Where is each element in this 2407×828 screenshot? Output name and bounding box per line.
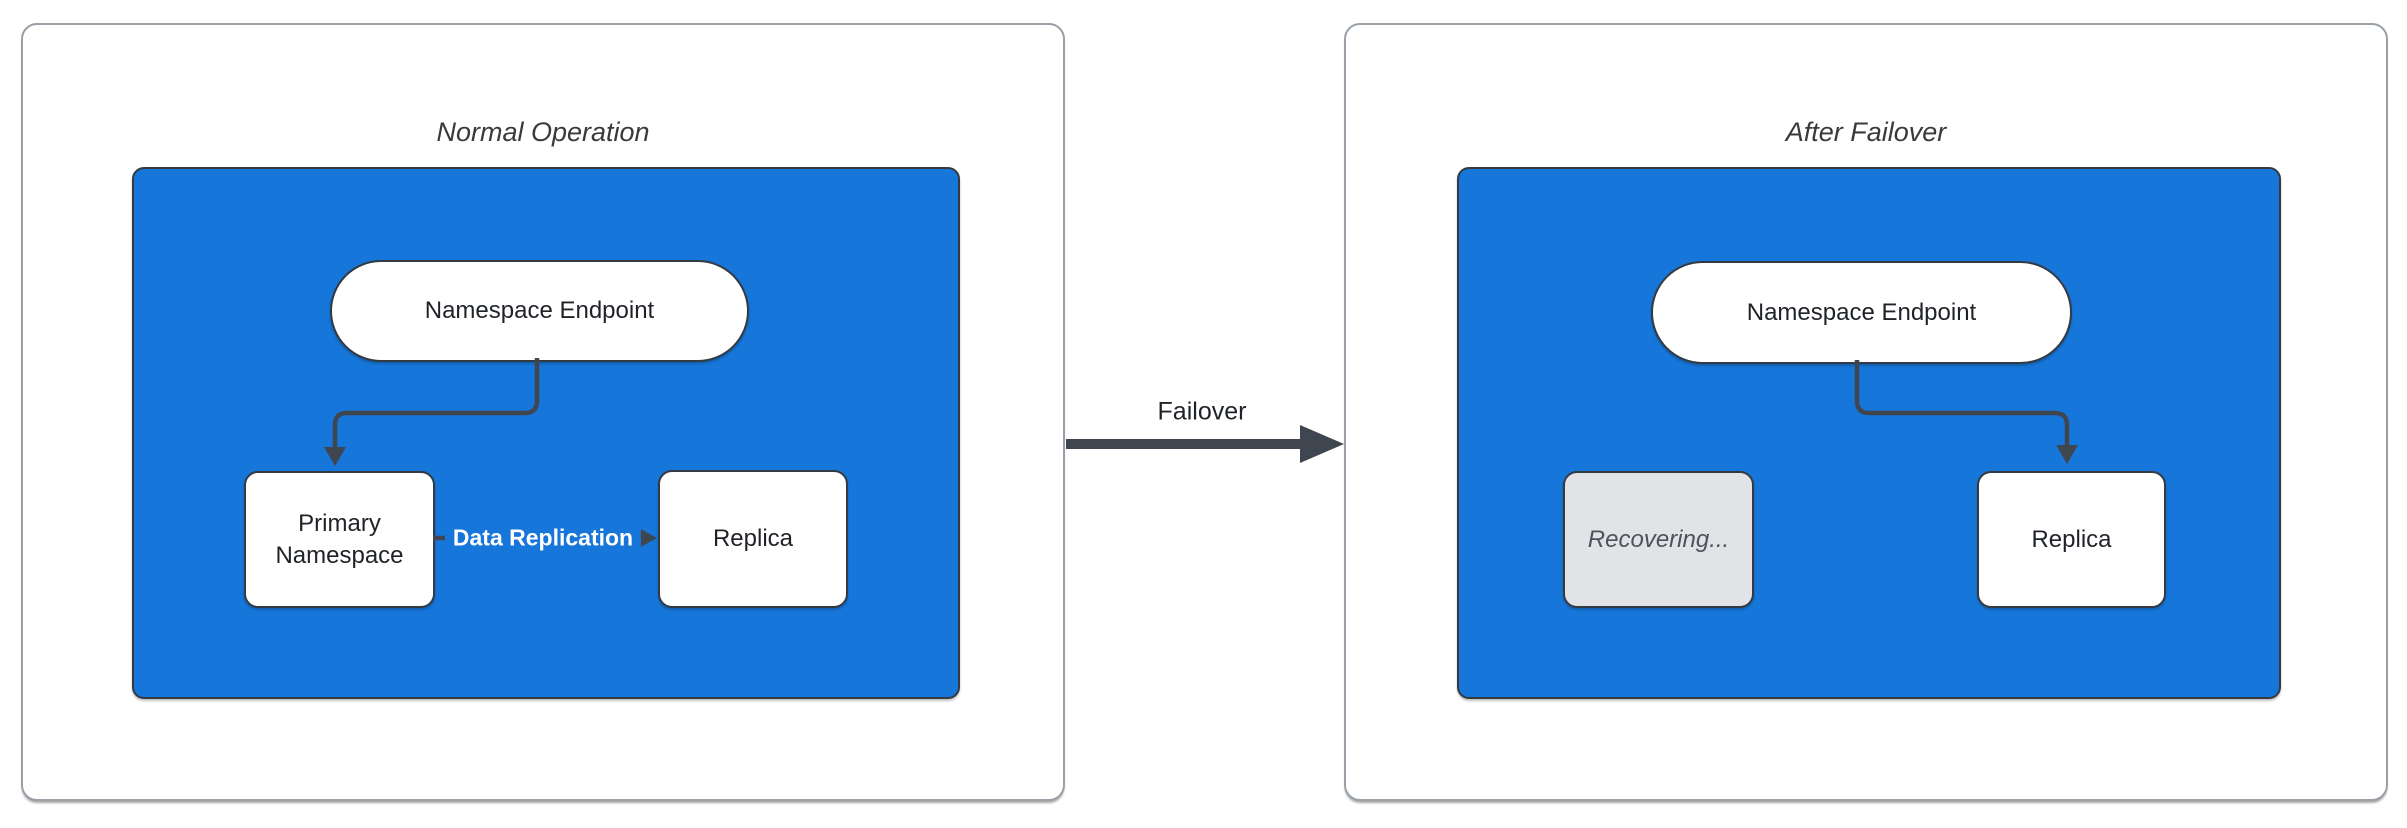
node-label: Replica bbox=[712, 525, 794, 553]
edge-label-data-replication: Data Replication bbox=[444, 522, 642, 554]
node-label: Recovering... bbox=[1587, 525, 1730, 553]
cluster-normal-operation: Namespace Endpoint Primary Namespace Rep… bbox=[132, 167, 960, 699]
node-namespace-endpoint: Namespace Endpoint bbox=[1651, 261, 2072, 364]
node-label: Primary Namespace bbox=[275, 510, 404, 569]
node-replica: Replica bbox=[1977, 471, 2166, 608]
node-label: Namespace Endpoint bbox=[424, 297, 655, 325]
panel-after-failover: After Failover Namespace Endpoint Recove… bbox=[1344, 23, 2388, 801]
cluster-after-failover: Namespace Endpoint Recovering... Replica bbox=[1457, 167, 2281, 699]
panel-normal-operation: Normal Operation Namespace Endpoint Prim… bbox=[21, 23, 1065, 801]
node-label: Replica bbox=[2031, 525, 2112, 553]
node-namespace-endpoint: Namespace Endpoint bbox=[330, 260, 749, 362]
node-label: Namespace Endpoint bbox=[1746, 298, 1977, 326]
panel-title-after-failover: After Failover bbox=[1785, 117, 1947, 147]
panel-title-normal-operation: Normal Operation bbox=[436, 117, 650, 147]
failover-arrow-icon bbox=[1066, 425, 1344, 463]
edge-label-failover: Failover bbox=[1151, 397, 1253, 427]
node-primary-namespace: Primary Namespace bbox=[244, 471, 435, 608]
node-replica: Replica bbox=[658, 470, 848, 608]
node-recovering: Recovering... bbox=[1563, 471, 1754, 608]
